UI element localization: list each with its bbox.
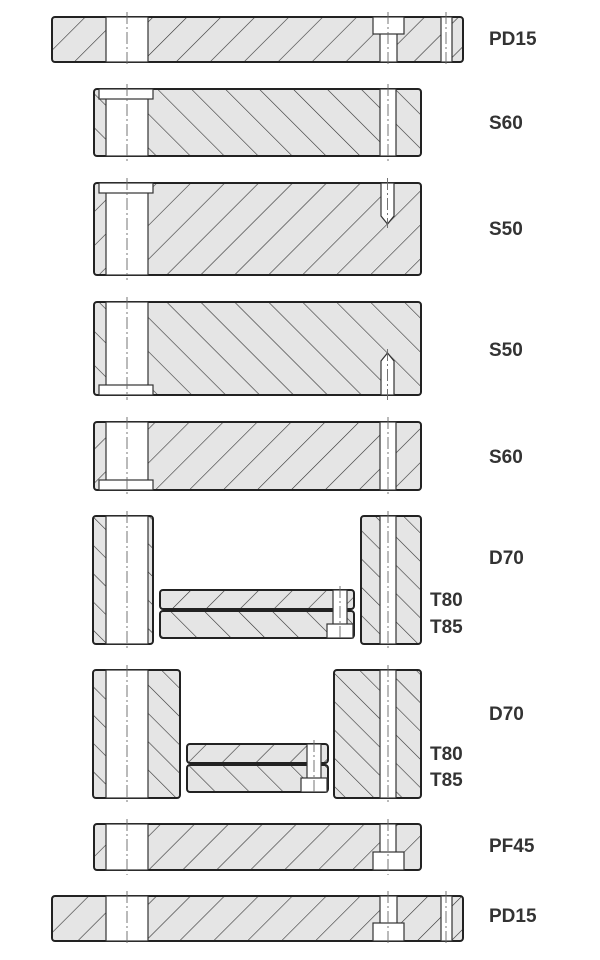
plate-s50-bottom (93, 297, 422, 400)
plate-t80-a (159, 589, 355, 610)
plate-t85-a (159, 610, 355, 639)
plate-t80-b (186, 743, 329, 764)
slot (440, 895, 453, 942)
assembly-d70-b (92, 665, 422, 803)
label-t80-a: T80 (430, 590, 463, 611)
slot (440, 16, 453, 63)
counterbore (372, 16, 405, 35)
label-s50-bottom: S50 (489, 340, 523, 361)
label-d70-b: D70 (489, 704, 524, 725)
plate-s50-top (93, 178, 422, 280)
label-s60-top: S60 (489, 113, 523, 134)
label-t85-b: T85 (430, 770, 463, 791)
plate-pd15-top (51, 12, 464, 67)
label-pf45: PF45 (489, 836, 535, 857)
counterbore (98, 88, 154, 100)
plate-t85-b (186, 764, 329, 793)
counterbore (98, 182, 154, 194)
plate-pd15-bottom (51, 891, 464, 946)
assembly-d70-a (92, 511, 422, 649)
plate-s60-bottom (93, 417, 422, 495)
counterbore (372, 851, 405, 871)
counterbore (98, 384, 154, 396)
label-pd15-bottom: PD15 (489, 906, 537, 927)
label-t80-b: T80 (430, 744, 463, 765)
label-t85-a: T85 (430, 617, 463, 638)
counterbore (98, 479, 154, 491)
label-s50-top: S50 (489, 219, 523, 240)
label-d70-a: D70 (489, 548, 524, 569)
plate-pf45 (93, 819, 422, 875)
plate-s60-top (93, 84, 422, 161)
label-pd15-top: PD15 (489, 29, 537, 50)
label-s60-bottom: S60 (489, 447, 523, 468)
counterbore (372, 922, 405, 942)
block-right (333, 669, 422, 799)
